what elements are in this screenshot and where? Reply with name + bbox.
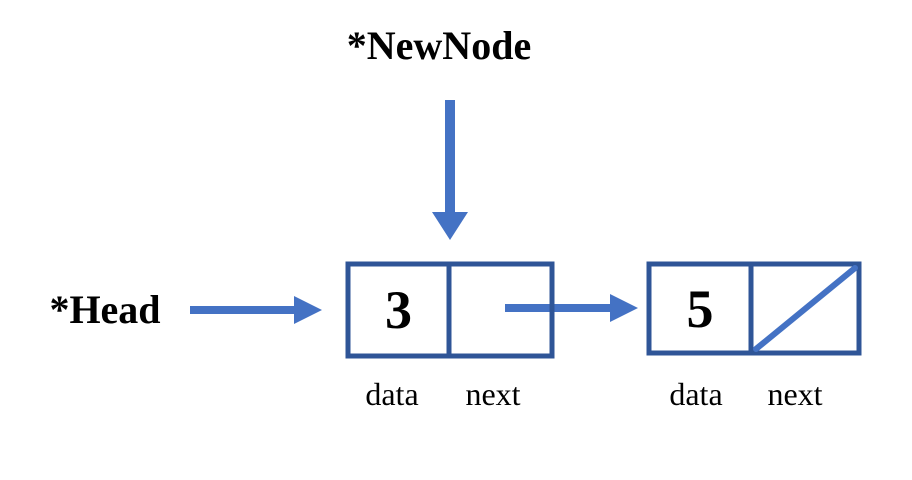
node2-data-label: data xyxy=(669,376,723,412)
node2-data-value: 5 xyxy=(686,278,714,339)
head-arrow-right-icon xyxy=(190,296,322,324)
newnode-pointer-label: *NewNode xyxy=(346,23,532,68)
node2-box xyxy=(646,261,862,356)
node1-next-label: next xyxy=(465,376,521,412)
node2-next-label: next xyxy=(767,376,823,412)
next-pointer-arrow-right-icon xyxy=(505,294,638,322)
node1-data-label: data xyxy=(365,376,419,412)
newnode-arrow-down-icon xyxy=(432,100,468,240)
head-pointer-label: *Head xyxy=(49,287,161,332)
null-pointer-slash-icon xyxy=(753,265,858,352)
node1-data-value: 3 xyxy=(385,280,412,340)
